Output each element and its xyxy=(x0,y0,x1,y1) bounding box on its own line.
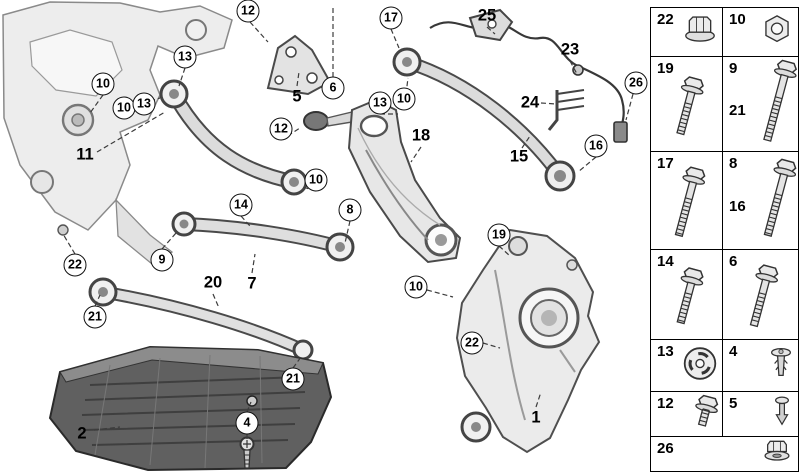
callout-12[interactable]: 12 xyxy=(269,117,293,141)
part-number: 14 xyxy=(657,253,674,270)
callout-23[interactable]: 23 xyxy=(560,40,580,59)
flange-bolt-icon xyxy=(739,262,782,335)
callout-10[interactable]: 10 xyxy=(91,72,115,96)
spring-clip-icon xyxy=(770,396,794,433)
callout-19[interactable]: 19 xyxy=(487,223,511,247)
hex-nut-icon xyxy=(760,14,794,50)
callout-18[interactable]: 18 xyxy=(411,126,431,145)
part-number: 26 xyxy=(657,440,674,457)
flange-bolt-icon xyxy=(664,165,709,246)
part-number: 6 xyxy=(729,253,738,270)
fastener-cell-17[interactable]: 17 xyxy=(651,152,723,250)
fastener-cell-13[interactable]: 13 xyxy=(651,340,723,392)
cable-holder-fork xyxy=(547,89,585,131)
fastener-panel: 22 10 19 9 21 17 8 16 14 6 13 4 12 5 26 xyxy=(650,7,799,472)
flange-bolt-icon xyxy=(753,58,800,151)
wishbone-arm xyxy=(392,47,576,192)
camber-arm xyxy=(159,79,308,196)
fastener-cell-26[interactable]: 26 xyxy=(651,437,798,471)
callout-22[interactable]: 22 xyxy=(460,331,484,355)
flange-bolt-icon xyxy=(688,393,723,435)
leader-lines xyxy=(62,8,634,440)
part-number: 8 xyxy=(729,155,738,172)
flange-nut-icon xyxy=(682,14,718,51)
callout-14[interactable]: 14 xyxy=(229,193,253,217)
callout-9[interactable]: 9 xyxy=(150,248,174,272)
callout-26[interactable]: 26 xyxy=(624,71,648,95)
callout-25[interactable]: 25 xyxy=(477,6,497,25)
fastener-cell-22[interactable]: 22 xyxy=(651,8,723,57)
callout-15[interactable]: 15 xyxy=(509,147,529,166)
part-number: 4 xyxy=(729,343,738,360)
expansion-rivet-icon xyxy=(768,346,794,385)
flange-bolt-icon xyxy=(666,265,707,333)
callout-22[interactable]: 22 xyxy=(63,253,87,277)
callout-8[interactable]: 8 xyxy=(338,198,362,222)
callout-17[interactable]: 17 xyxy=(379,6,403,30)
washer-disc-icon xyxy=(682,345,718,386)
callout-13[interactable]: 13 xyxy=(368,91,392,115)
spring-control-arm xyxy=(303,98,462,264)
callout-2[interactable]: 2 xyxy=(77,424,87,443)
part-number: 16 xyxy=(729,198,746,215)
callout-13[interactable]: 13 xyxy=(173,45,197,69)
callout-11[interactable]: 11 xyxy=(76,145,94,164)
part-number: 12 xyxy=(657,395,674,412)
callout-21[interactable]: 21 xyxy=(281,367,305,391)
fastener-cell-9-21[interactable]: 9 21 xyxy=(723,57,798,152)
callout-5[interactable]: 5 xyxy=(292,87,302,106)
callout-10[interactable]: 10 xyxy=(304,168,328,192)
control-rod xyxy=(88,277,314,361)
part-number: 5 xyxy=(729,395,738,412)
flange-bolt-icon xyxy=(666,74,708,144)
callout-10[interactable]: 10 xyxy=(112,96,136,120)
fastener-cell-4[interactable]: 4 xyxy=(723,340,798,392)
callout-6[interactable]: 6 xyxy=(321,76,345,100)
callout-13[interactable]: 13 xyxy=(132,92,156,116)
flange-bolt-icon xyxy=(753,156,800,245)
callout-10[interactable]: 10 xyxy=(392,87,416,111)
part-number: 17 xyxy=(657,155,674,172)
fastener-cell-12[interactable]: 12 xyxy=(651,392,723,437)
callout-16[interactable]: 16 xyxy=(584,134,608,158)
part-number: 10 xyxy=(729,11,746,28)
callout-1[interactable]: 1 xyxy=(531,408,541,427)
skid-plate xyxy=(48,345,333,472)
control-arm-upper xyxy=(171,211,355,262)
fastener-cell-10[interactable]: 10 xyxy=(723,8,798,57)
fastener-cell-6[interactable]: 6 xyxy=(723,250,798,340)
part-number: 19 xyxy=(657,60,674,77)
part-number: 9 xyxy=(729,60,738,77)
fastener-cell-8-16[interactable]: 8 16 xyxy=(723,152,798,250)
fastener-cell-5[interactable]: 5 xyxy=(723,392,798,437)
callout-12[interactable]: 12 xyxy=(236,0,260,23)
callout-21[interactable]: 21 xyxy=(83,305,107,329)
push-nut-icon xyxy=(760,439,794,470)
callout-24[interactable]: 24 xyxy=(520,93,540,112)
abs-sensor-cable xyxy=(429,8,628,143)
callout-10[interactable]: 10 xyxy=(404,275,428,299)
part-number: 21 xyxy=(729,102,746,119)
callout-4[interactable]: 4 xyxy=(235,411,259,435)
callout-7[interactable]: 7 xyxy=(247,274,257,293)
fastener-cell-14[interactable]: 14 xyxy=(651,250,723,340)
callout-20[interactable]: 20 xyxy=(203,273,223,292)
wheel-carrier xyxy=(455,228,601,454)
fastener-cell-19[interactable]: 19 xyxy=(651,57,723,152)
part-number: 13 xyxy=(657,343,674,360)
part-number: 22 xyxy=(657,11,674,28)
support-bracket xyxy=(266,34,332,96)
